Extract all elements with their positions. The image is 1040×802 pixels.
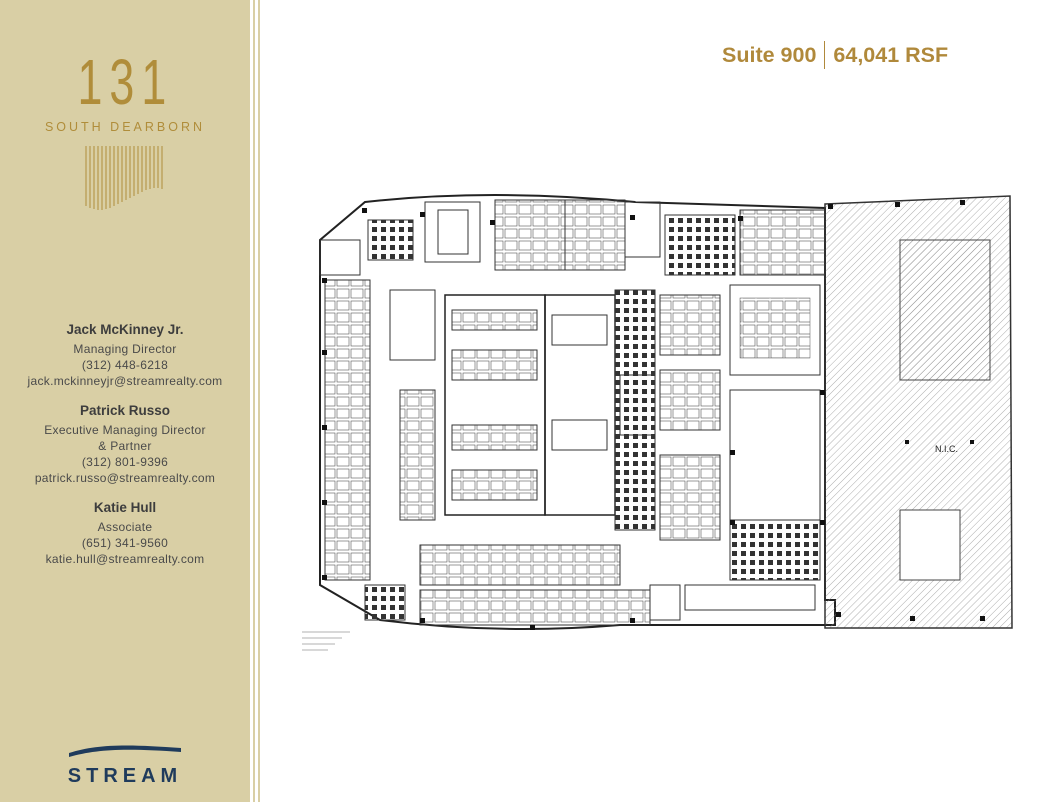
suite-label: Suite 900 bbox=[722, 42, 817, 67]
divider bbox=[258, 0, 260, 802]
contact-card: Katie Hull Associate (651) 341-9560 kati… bbox=[0, 500, 250, 567]
curtain-icon bbox=[85, 146, 163, 210]
contact-name: Katie Hull bbox=[93, 500, 157, 515]
contact-email[interactable]: patrick.russo@streamrealty.com bbox=[34, 471, 216, 485]
contact-title: Associate bbox=[97, 520, 153, 534]
contact-title-line2: & Partner bbox=[98, 439, 152, 453]
contact-list: Jack McKinney Jr. Managing Director (312… bbox=[0, 322, 250, 581]
contact-email[interactable]: jack.mckinneyjr@streamrealty.com bbox=[27, 374, 223, 388]
brand-name: STREAM bbox=[67, 765, 183, 787]
building-logo: 131 SOUTH DEARBORN bbox=[0, 50, 250, 212]
title-separator bbox=[824, 41, 826, 69]
wave-icon bbox=[69, 745, 181, 757]
divider bbox=[253, 0, 255, 802]
nic-label: N.I.C. bbox=[935, 444, 958, 454]
sidebar: 131 SOUTH DEARBORN Jack McKinney Jr. Man… bbox=[0, 0, 250, 802]
contact-phone[interactable]: (312) 448-6218 bbox=[81, 358, 169, 372]
contact-name: Patrick Russo bbox=[79, 403, 171, 418]
contact-title: Executive Managing Director bbox=[44, 423, 206, 437]
page-title: Suite 900 64,041 RSF bbox=[722, 40, 948, 70]
floor-plan: N.I.C. bbox=[302, 194, 1013, 651]
contact-phone[interactable]: (312) 801-9396 bbox=[81, 455, 169, 469]
logo-subtitle: SOUTH DEARBORN bbox=[44, 120, 206, 134]
contact-name: Jack McKinney Jr. bbox=[66, 322, 184, 337]
contact-card: Jack McKinney Jr. Managing Director (312… bbox=[0, 322, 250, 389]
stream-logo: STREAM bbox=[0, 740, 250, 788]
contact-title: Managing Director bbox=[73, 342, 177, 356]
contact-phone[interactable]: (651) 341-9560 bbox=[81, 536, 169, 550]
logo-number: 131 bbox=[77, 46, 173, 118]
contact-email[interactable]: katie.hull@streamrealty.com bbox=[45, 552, 205, 566]
contact-card: Patrick Russo Executive Managing Directo… bbox=[0, 403, 250, 486]
area-label: 64,041 RSF bbox=[833, 42, 949, 67]
